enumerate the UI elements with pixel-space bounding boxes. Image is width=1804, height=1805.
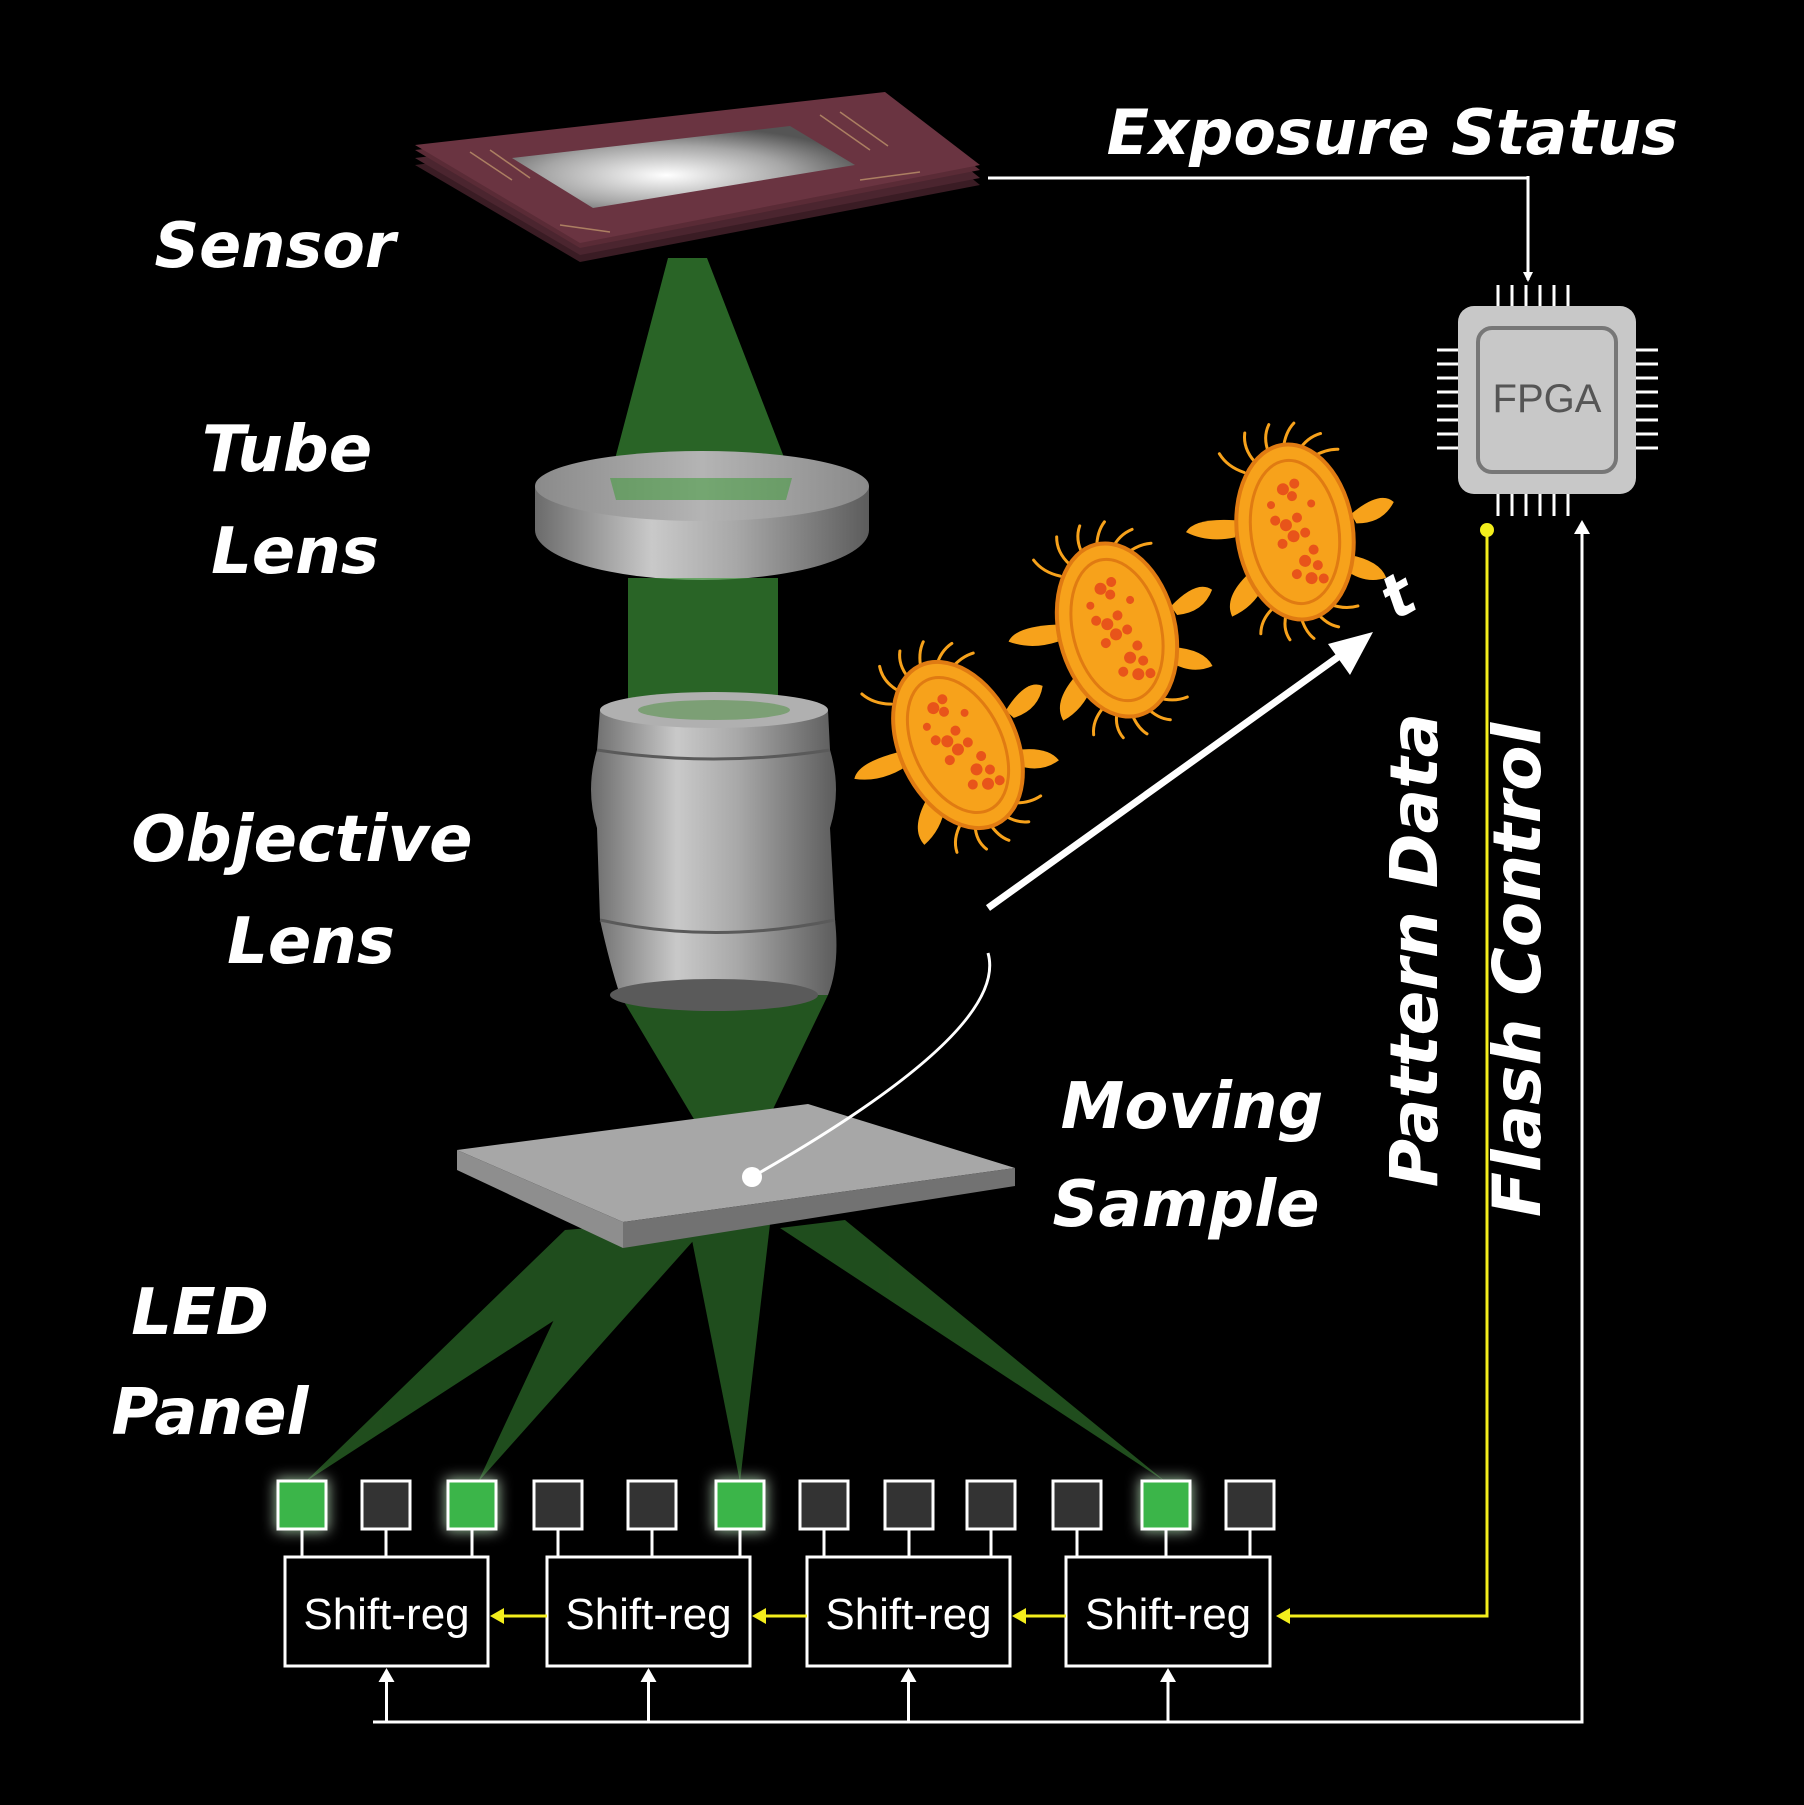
time-axis-label: t [1368, 558, 1430, 634]
clock-arrow [378, 1668, 395, 1682]
tube-lens-label-line1: Tube [202, 413, 372, 487]
shift-register-4 [1064, 1555, 1272, 1668]
fpga-chip: FPGA [1437, 285, 1658, 516]
shift-register-label: Shift-reg [565, 1590, 731, 1639]
led-1-on [276, 1479, 328, 1531]
clock-arrow [1160, 1668, 1176, 1682]
led-beams [305, 1218, 1166, 1482]
sample-slide [457, 1104, 1015, 1248]
shift-register-label: Shift-reg [825, 1590, 991, 1639]
led-7-off [798, 1479, 850, 1531]
led-panel-label-line2: Panel [112, 1376, 310, 1450]
flash-control-arrow [1574, 520, 1590, 534]
objective-lens [591, 692, 837, 1011]
moving-sample-label-line2: Sample [1052, 1168, 1319, 1242]
tube-lens-label-line2: Lens [211, 515, 379, 589]
sensor-tube-beam [610, 258, 792, 478]
flash-control-label: Flash Control [1479, 721, 1556, 1217]
tube-lens [535, 451, 869, 580]
sensor-label: Sensor [155, 209, 399, 282]
led-9-off [965, 1479, 1017, 1531]
led-12-off [1224, 1479, 1276, 1531]
shift-register-1 [283, 1555, 490, 1668]
organism-1 [813, 601, 1097, 889]
led-array [276, 1479, 1276, 1557]
shift-register-3 [805, 1555, 1012, 1668]
sample-zoom-curve [751, 952, 992, 1179]
time-arrow-line [985, 649, 1348, 911]
chain-arrow [1012, 1608, 1026, 1624]
time-arrow-head [1328, 632, 1373, 675]
moving-sample-label-line1: Moving [1061, 1070, 1324, 1144]
chain-arrow [490, 1608, 504, 1624]
objective-sample-beam [620, 995, 828, 1188]
shift-register-chain: Shift-reg Shift-reg Shift-reg Shift-reg [283, 1555, 1272, 1722]
shift-register-2 [545, 1555, 752, 1668]
fpga-label: FPGA [1493, 377, 1602, 421]
shift-register-label: Shift-reg [1085, 1590, 1251, 1639]
led-2-off [360, 1479, 412, 1531]
led-10-off [1051, 1479, 1103, 1531]
objective-lens-label-line2: Lens [227, 905, 395, 979]
led-5-off [626, 1479, 678, 1531]
led-11-on [1140, 1479, 1192, 1531]
led-panel-label-line1: LED [131, 1276, 269, 1350]
chain-arrow [752, 1608, 766, 1624]
led-8-off [883, 1479, 935, 1531]
led-4-off [532, 1479, 584, 1531]
organism-3 [1170, 406, 1414, 656]
shift-register-label: Shift-reg [303, 1590, 469, 1639]
led-6-on [714, 1479, 766, 1531]
clock-arrow [640, 1668, 657, 1682]
led-3-on [446, 1479, 498, 1531]
pattern-data-label: Pattern Data [1376, 713, 1453, 1187]
objective-lens-label-line1: Objective [131, 803, 472, 877]
pattern-data-arrow [1276, 1608, 1290, 1624]
sensor-chip [415, 92, 980, 262]
exposure-status-label: Exposure Status [1107, 96, 1678, 169]
pattern-data-line [1284, 528, 1489, 1618]
pattern-data-dot [1480, 523, 1494, 537]
flash-control-line [373, 528, 1584, 1724]
clock-arrow [900, 1668, 917, 1682]
